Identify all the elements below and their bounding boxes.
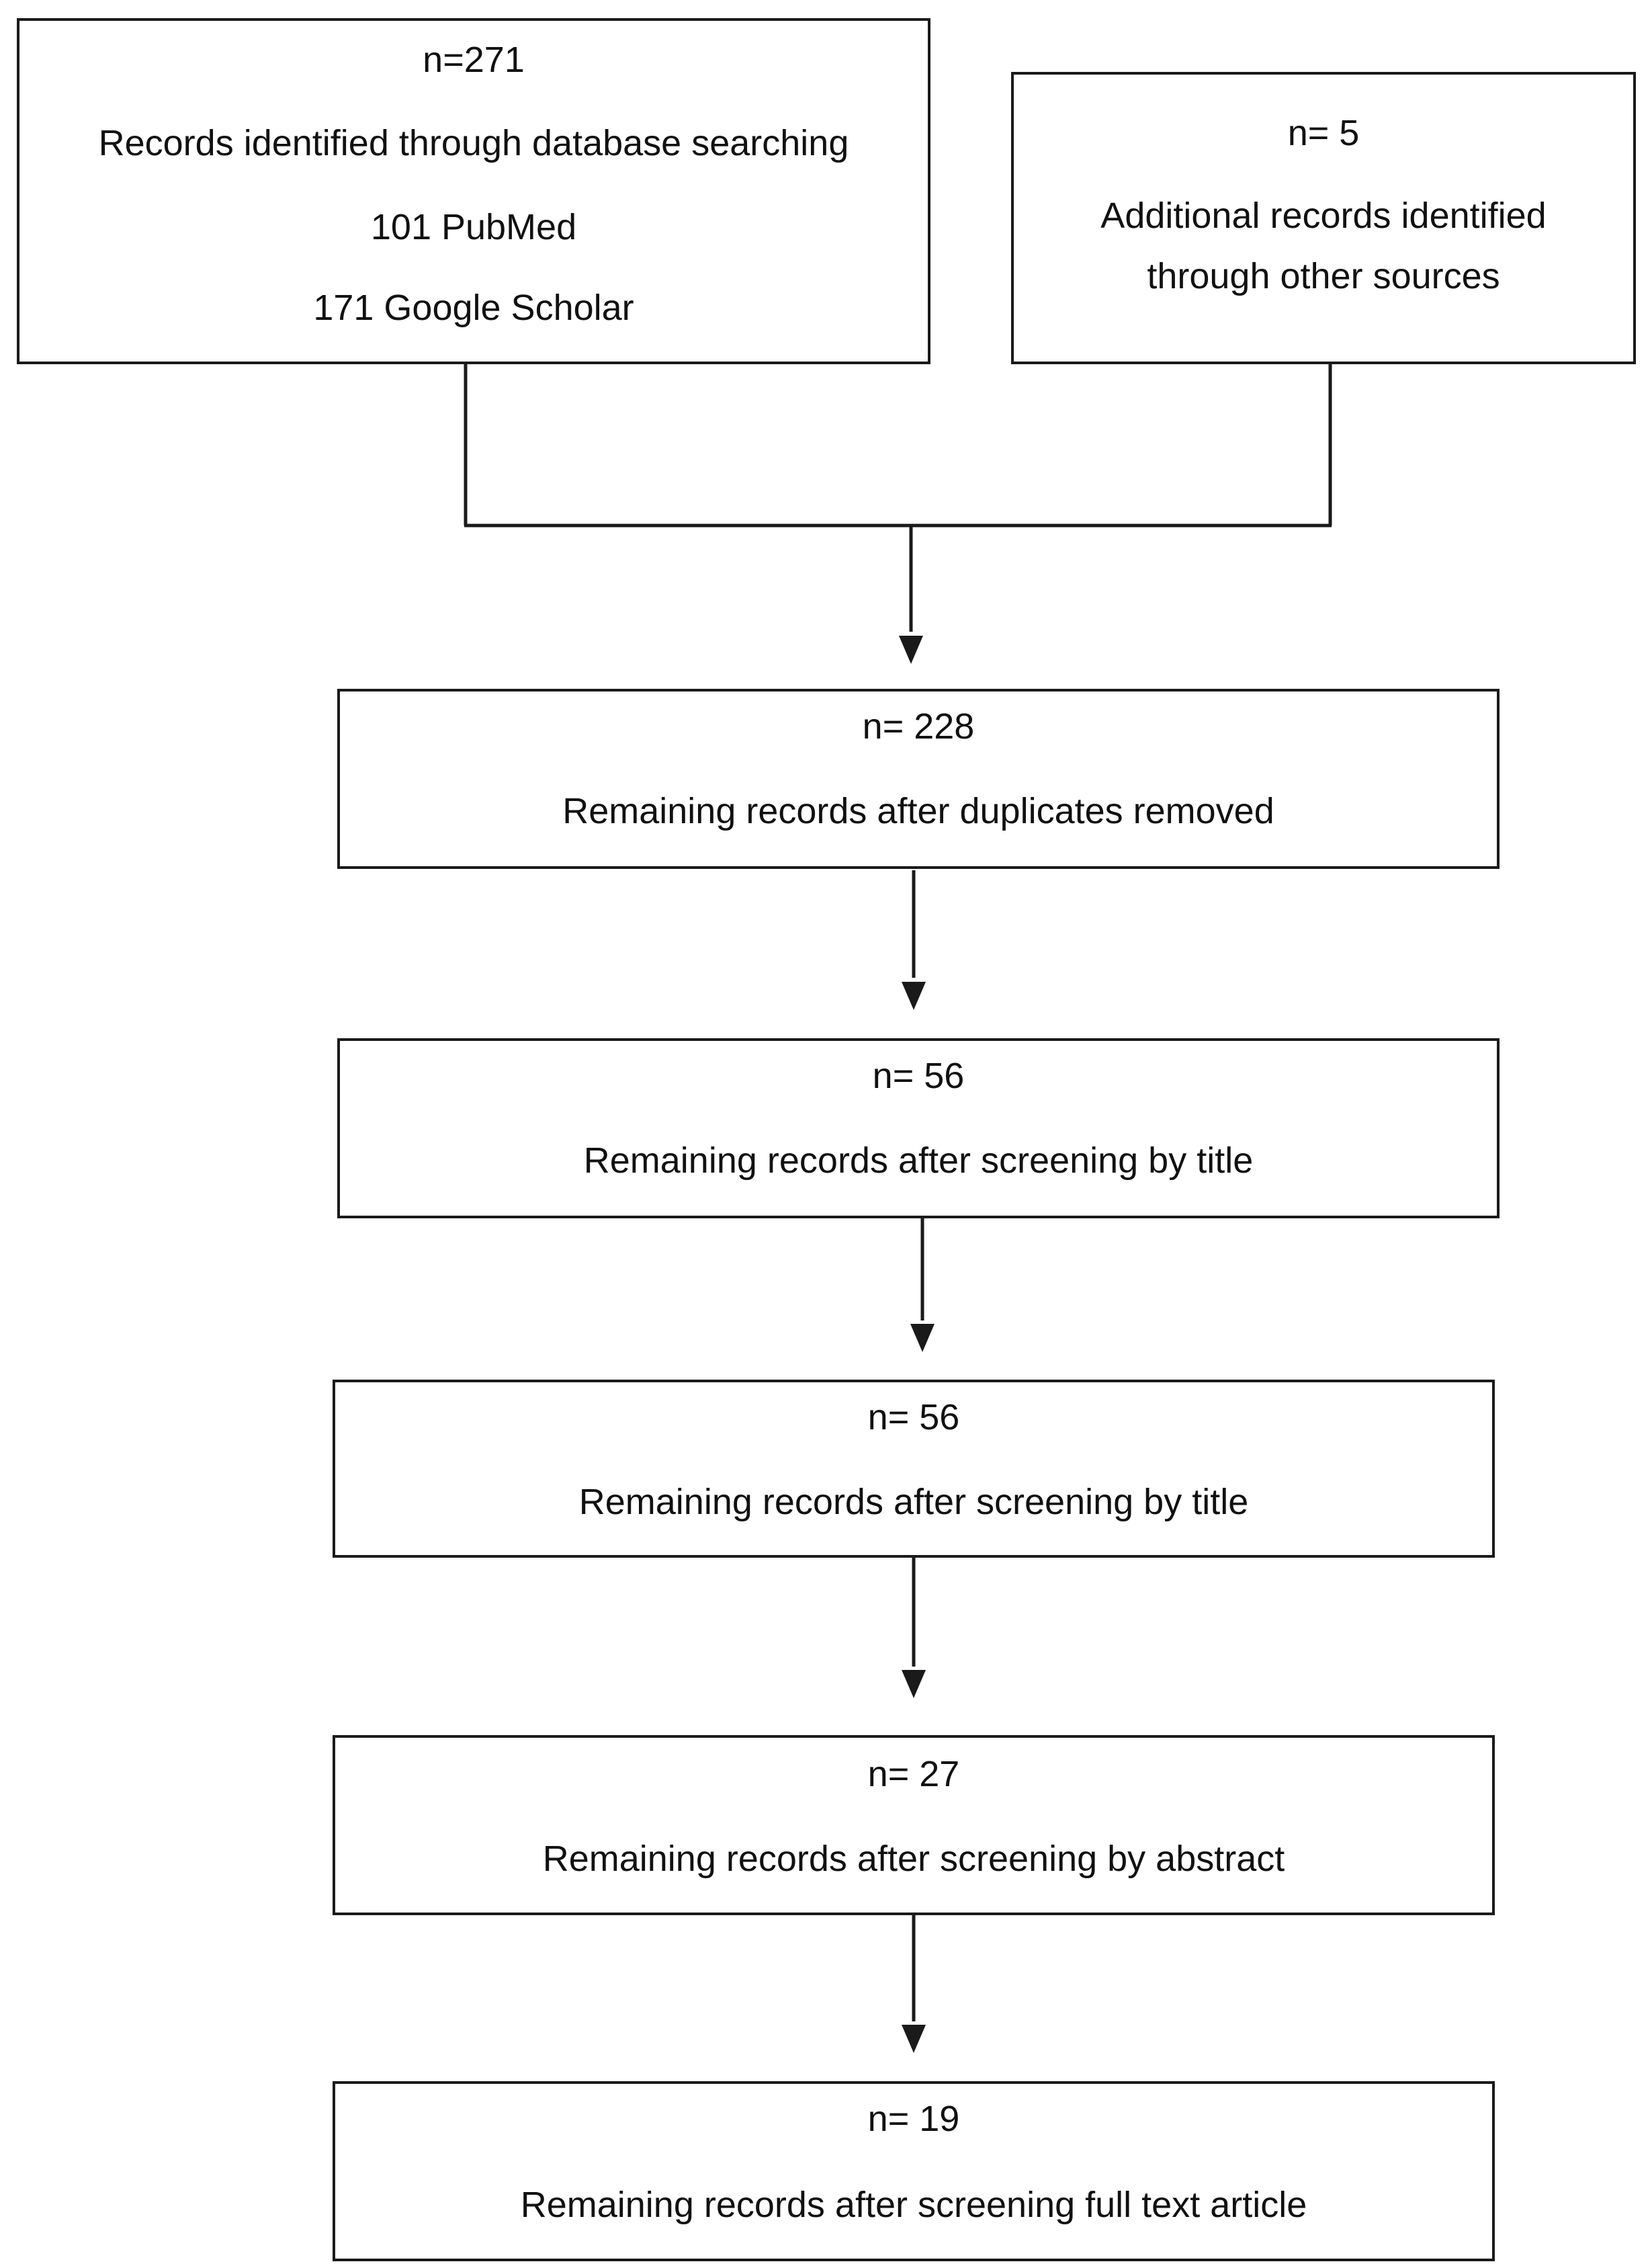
step-box-title-screening-2: n= 56 Remaining records after screening … <box>333 1380 1495 1558</box>
step-label: Remaining records after screening by tit… <box>583 1140 1254 1181</box>
step-box-duplicates-removed: n= 228 Remaining records after duplicate… <box>337 689 1500 869</box>
pubmed-count: 101 PubMed <box>370 207 577 247</box>
step-label: Remaining records after screening full t… <box>520 2185 1307 2225</box>
other-count: n= 5 <box>1287 113 1360 153</box>
step-label: Remaining records after screening by tit… <box>578 1482 1249 1522</box>
database-label: Records identified through database sear… <box>98 123 849 163</box>
other-sources-box: n= 5 Additional records identified throu… <box>1011 72 1636 364</box>
arrow-head-3 <box>910 1324 935 1352</box>
step-count: n= 27 <box>867 1754 960 1794</box>
step-count: n= 56 <box>867 1397 960 1437</box>
other-label-line-1: Additional records identified <box>1100 196 1547 236</box>
arrow-head-2 <box>902 982 926 1010</box>
scholar-count: 171 Google Scholar <box>313 288 634 328</box>
arrow-head-5 <box>902 2025 926 2053</box>
other-label-line-2: through other sources <box>1147 256 1500 296</box>
step-count: n= 228 <box>862 706 975 747</box>
step-label: Remaining records after screening by abs… <box>542 1839 1285 1879</box>
step-box-abstract-screening: n= 27 Remaining records after screening … <box>333 1735 1495 1915</box>
step-label: Remaining records after duplicates remov… <box>562 791 1274 831</box>
step-box-title-screening-1: n= 56 Remaining records after screening … <box>337 1038 1500 1218</box>
step-box-full-text-screening: n= 19 Remaining records after screening … <box>333 2081 1495 2261</box>
arrow-head-1 <box>899 636 923 664</box>
database-count: n=271 <box>423 40 525 80</box>
step-count: n= 56 <box>872 1056 965 1096</box>
step-count: n= 19 <box>867 2099 960 2139</box>
arrow-head-4 <box>902 1670 926 1698</box>
database-sources-box: n=271 Records identified through databas… <box>17 18 930 364</box>
